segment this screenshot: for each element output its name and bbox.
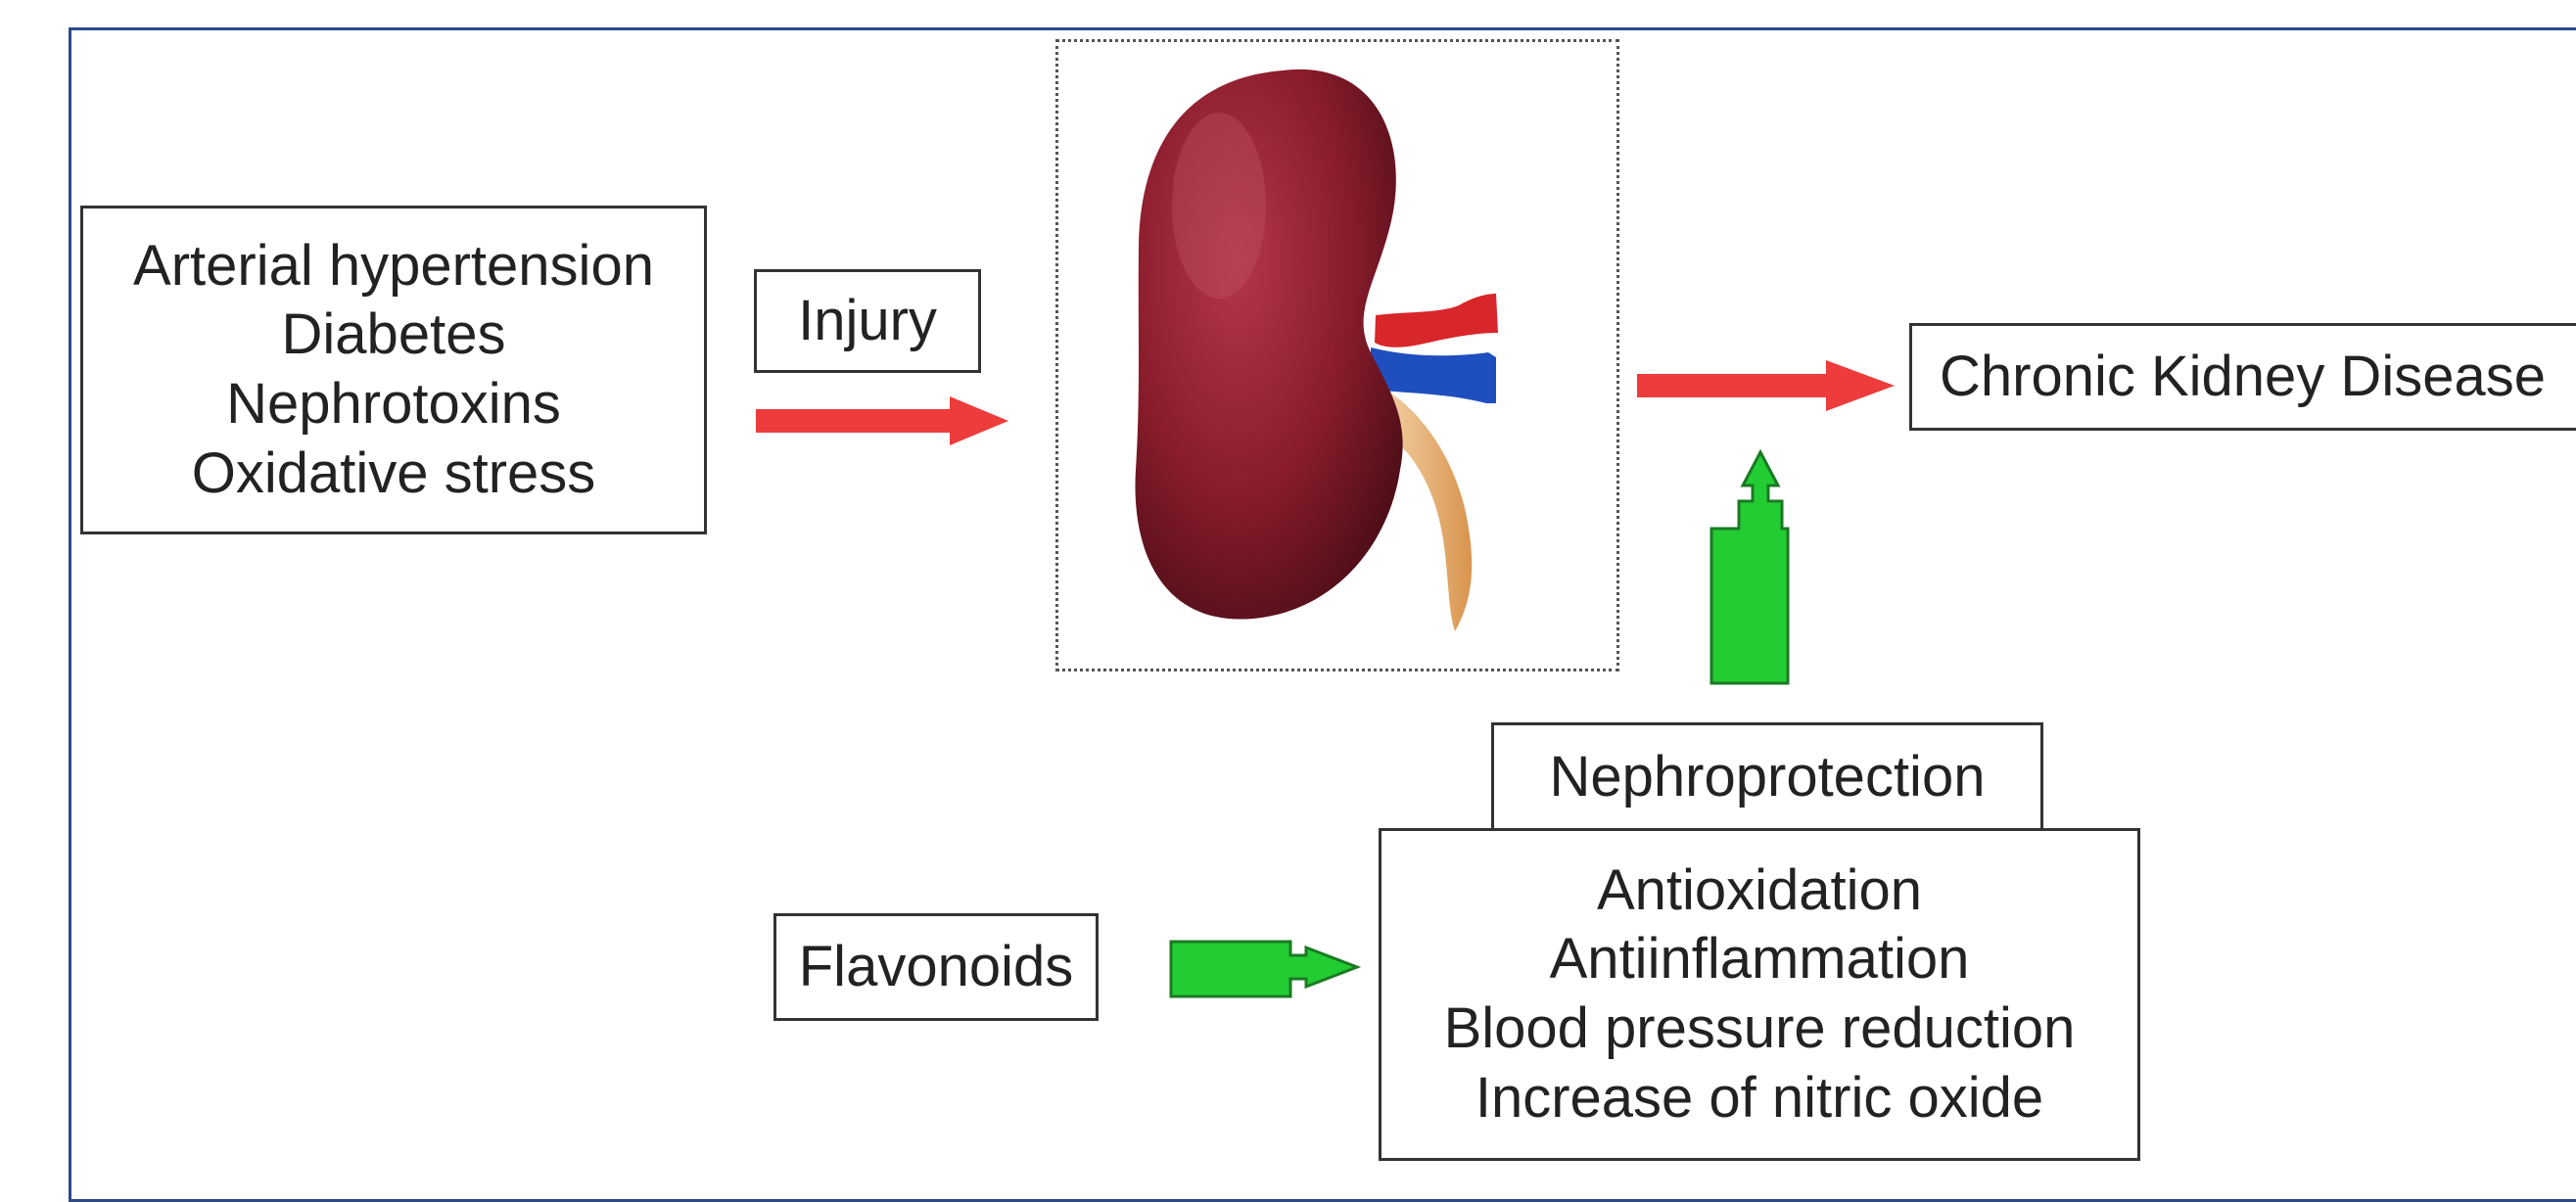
outcome-arrow-icon	[1637, 360, 1895, 411]
kidney-illustration-icon	[1135, 69, 1498, 631]
diagram-graphics	[0, 0, 2576, 1149]
protection-arrow-icon	[1711, 452, 1788, 683]
injury-arrow-icon	[756, 396, 1008, 445]
flavonoids-arrow-icon	[1171, 942, 1357, 996]
